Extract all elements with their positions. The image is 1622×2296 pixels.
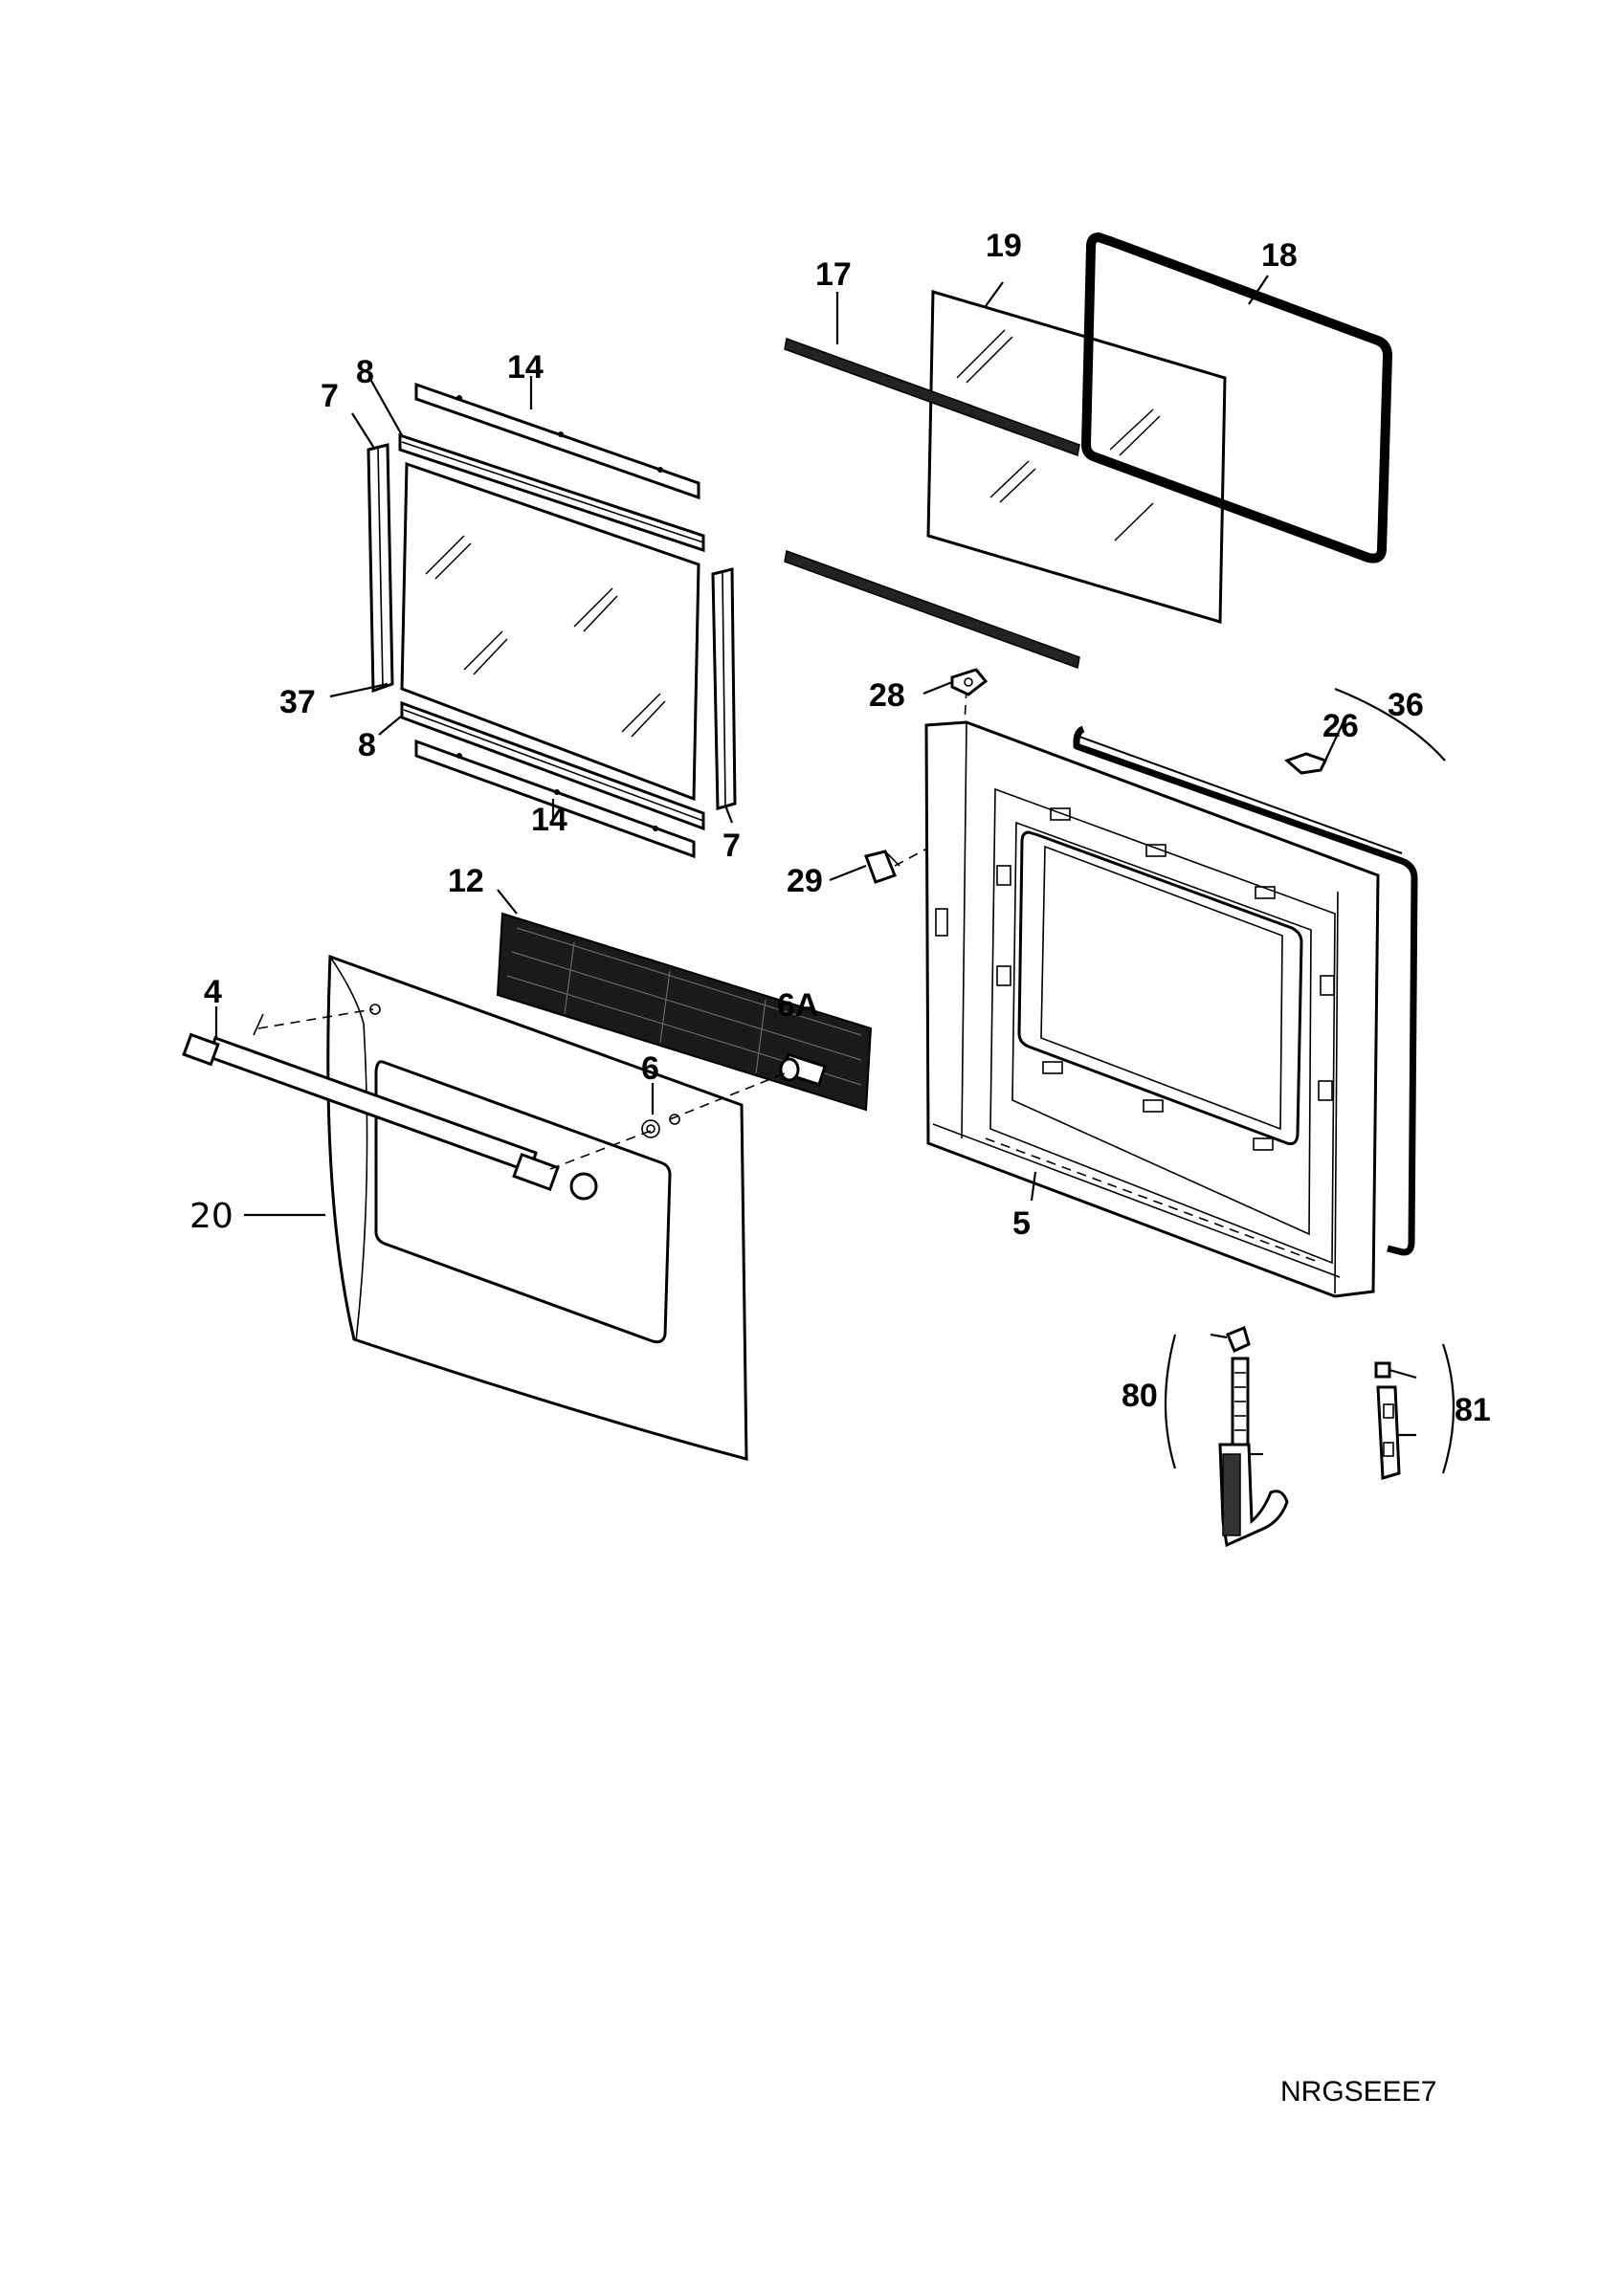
callout-29: 29 <box>787 863 823 899</box>
callout-81: 81 <box>1455 1392 1491 1428</box>
callout-14-top: 14 <box>507 349 544 386</box>
callout-4: 4 <box>204 974 222 1010</box>
callout-26: 26 <box>1322 708 1359 744</box>
callout-17: 17 <box>815 256 852 293</box>
part-28-clip <box>950 668 989 696</box>
part-26-clip <box>1284 752 1328 775</box>
part-18-gasket-frame <box>1081 232 1392 563</box>
part-4-handle <box>182 1013 598 1201</box>
callout-5: 5 <box>1012 1205 1031 1242</box>
callout-7-right: 7 <box>722 828 741 864</box>
callout-20: 20 <box>189 1197 233 1236</box>
callout-19: 19 <box>986 228 1022 264</box>
callout-80: 80 <box>1122 1378 1158 1414</box>
callout-6: 6 <box>641 1050 659 1087</box>
callout-8-top: 8 <box>356 354 374 390</box>
callout-8-bottom: 8 <box>358 727 376 763</box>
callout-6A: 6A <box>777 987 818 1024</box>
leader-lines <box>214 275 1455 1474</box>
callout-36: 36 <box>1388 687 1424 723</box>
part-12-insulation <box>496 912 873 1112</box>
inner-glass-assembly <box>367 382 737 859</box>
callout-18: 18 <box>1261 237 1298 274</box>
part-81-hinge-receiver <box>1374 1361 1401 1480</box>
callout-28: 28 <box>869 677 905 714</box>
part-6a-spacer <box>779 1052 828 1087</box>
part-19-glass-panel <box>926 290 1227 624</box>
part-36-frame-seal <box>1073 725 1418 1256</box>
part-5-inner-frame <box>924 720 1380 1298</box>
part-80-hinge <box>1218 1325 1289 1548</box>
part-29-clip <box>864 850 900 884</box>
callout-7-left: 7 <box>321 378 339 414</box>
callout-14-bottom: 14 <box>531 802 567 838</box>
drawing-code: NRGSEEE7 <box>1280 2076 1436 2108</box>
part-17-seal-strips <box>784 337 1080 670</box>
callout-12: 12 <box>448 863 484 899</box>
callout-37: 37 <box>279 684 316 720</box>
